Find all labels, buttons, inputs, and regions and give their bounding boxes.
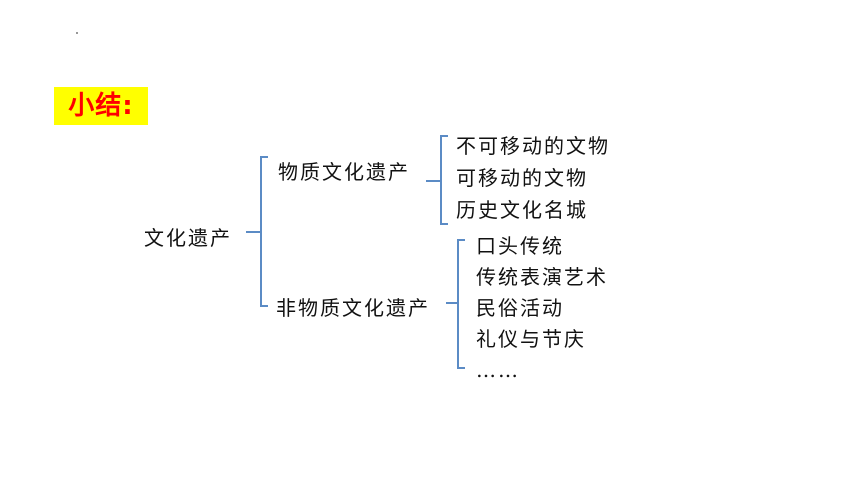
list-item: 历史文化名城 (456, 198, 588, 222)
list-item: 不可移动的文物 (456, 134, 610, 158)
branch-a-items: 不可移动的文物 可移动的文物 历史文化名城 (456, 130, 610, 226)
list-item: 传统表演艺术 (476, 265, 608, 289)
list-item: 民俗活动 (476, 296, 564, 320)
root-bracket (246, 156, 268, 307)
root-node: 文化遗产 (144, 226, 232, 250)
branch-a-bracket (426, 135, 448, 225)
branch-b-items: 口头传统 传统表演艺术 民俗活动 礼仪与节庆 …… (476, 231, 608, 386)
branch-b-bracket (446, 239, 465, 369)
summary-label: 小结: (54, 87, 148, 125)
list-item: 可移动的文物 (456, 166, 588, 190)
list-item: 礼仪与节庆 (476, 327, 586, 351)
branch-b-node: 非物质文化遗产 (276, 296, 430, 320)
list-item: …… (476, 358, 520, 382)
branch-a-node: 物质文化遗产 (278, 160, 410, 184)
decorative-dot (76, 32, 78, 34)
list-item: 口头传统 (476, 234, 564, 258)
